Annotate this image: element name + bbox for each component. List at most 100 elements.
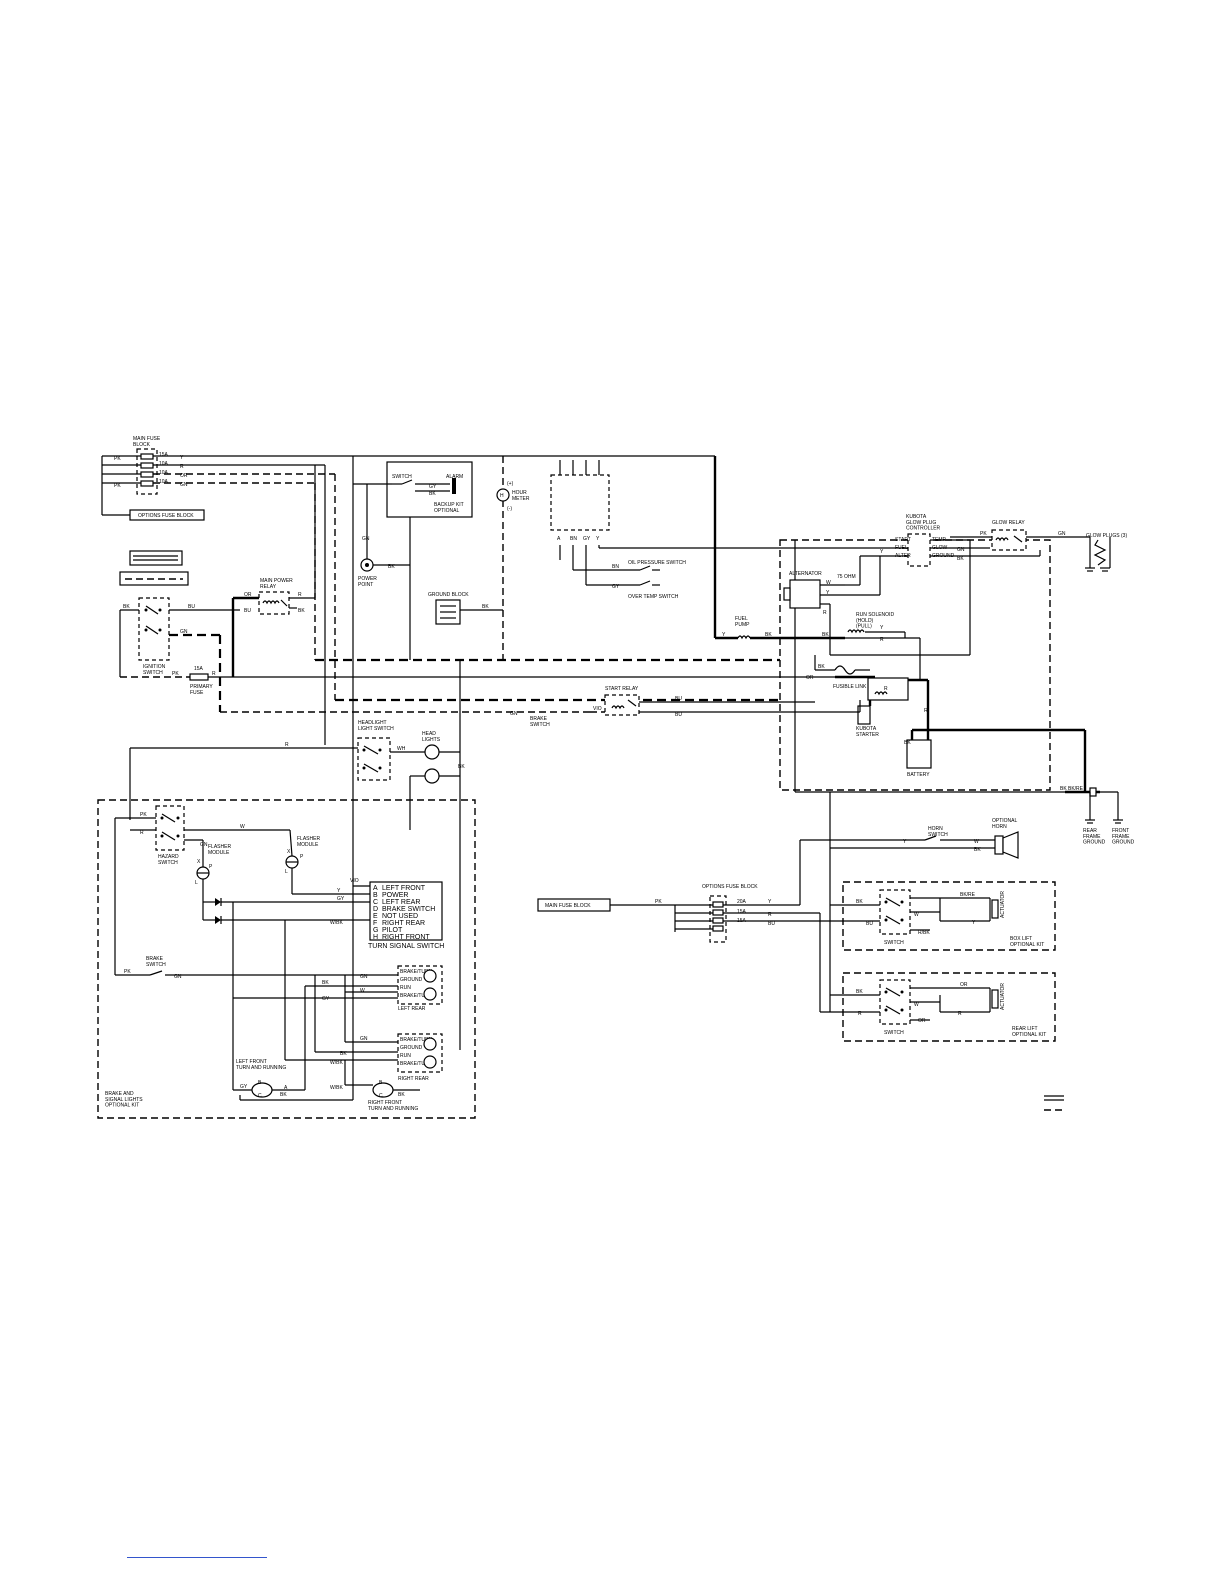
fuse-rating-4: 10A [159,479,169,485]
start-relay: START RELAY VIO BU BU [559,555,861,718]
wire-y-alt: Y [826,590,830,596]
ts-label-d: BRAKE SWITCH [382,906,435,913]
wire-bk-horn: BK [974,847,981,853]
wire-bk-lf: BK [280,1092,287,1098]
wire-pk-options: PK [655,899,662,905]
wire-gy-temp: GY [612,584,620,590]
wire-bkre-boxlift: BK/RE [960,892,976,898]
main-fuse-block-ref-label: MAIN FUSE BLOCK [545,903,591,909]
wire-pk-brake: PK [124,969,131,975]
glow-plugs-label: GLOW PLUGS (3) [1086,533,1127,539]
oil-pressure-switch-label: OIL PRESSURE SWITCH [628,560,686,566]
alternator-label: ALTERNATOR [789,571,822,577]
wire-bn-oil: BN [612,564,619,570]
wire-w-boxlift: W [914,912,919,918]
box-lift-kit: SWITCH BK BU BK/RE W Y R/BK ACTUATOR BOX… [830,881,1056,951]
ts-pin-c: C [373,899,378,906]
wire-bk-batt: BK [904,740,911,746]
wire-y-solenoid: Y [880,625,884,631]
wire-y-fuel: Y [722,632,726,638]
wire-y-options: Y [768,899,772,905]
flasher-left-pin-p: P [209,864,213,870]
wire-bk-rearlift: BK [856,989,863,995]
left-rear-label: LEFT REAR [398,1006,426,1012]
wire-bk-boxlift: BK [856,899,863,905]
wire-gn-brake-3: GN [360,974,368,980]
wire-gn-brake-2: GN [174,974,182,980]
ts-label-g: PILOT [382,927,403,934]
hour-meter-plus: (+) [507,481,514,487]
fuse-rating-3: 10A [159,470,169,476]
options-fuse-block: MAIN FUSE BLOCK PK OPTIONS FUSE BLOCK 20… [537,884,880,943]
ts-label-h: RIGHT FRONT [382,934,430,941]
wire-gy-alarm: GY [429,484,437,490]
wire-r-solenoid: R [880,637,884,643]
wire-w-hazard: W [240,824,245,830]
flasher-left-pin-x: X [197,859,201,865]
wire-wo-lr: W [360,988,365,994]
wire-gn-ign: GN [180,629,188,635]
wire-bu-relay: BU [244,608,251,614]
wire-pk-hazard: PK [140,812,147,818]
alternator: ALTERNATOR W 75 OHM Y R [783,556,881,655]
ts-pin-e: E [373,913,378,920]
wire-r-batt: R [924,708,928,714]
wire-r-hazard: R [140,830,144,836]
ground-block: GROUND BLOCK BK [428,592,503,625]
rear-lift-switch-label: SWITCH [884,1030,904,1036]
box-lift-actuator: ACTUATOR [1000,891,1006,918]
turn-signal-switch: A LEFT FRONT B POWER C LEFT REAR D BRAKE… [350,878,444,950]
wire-wbk-diode: W/BK [330,920,343,926]
ts-label-a: LEFT FRONT [382,885,426,892]
wire-y-boxlift: Y [972,920,976,926]
svg-text:H: H [500,493,504,499]
wire-gn-brake: GN [510,711,518,717]
right-rear-lamp: BRAKE/TURN GROUND RUN BRAKE/TURN RIGHT R… [285,975,443,1082]
ts-label-f: RIGHT REAR [382,920,425,927]
wire-gn-rr: GN [360,1036,368,1042]
wire-y-flasher: Y [337,888,341,894]
ts-pin-a: A [373,885,378,892]
wire-or-starter: OR [806,675,814,681]
options-fuse-block-label: OPTIONS FUSE BLOCK [702,884,758,890]
ground-block-label: GROUND BLOCK [428,592,469,598]
warning-decals [119,550,189,586]
turn-signal-switch-label: TURN SIGNAL SWITCH [368,943,444,950]
ts-pin-g: G [373,927,378,934]
fuse-rating-1: 15A [159,452,169,458]
wire-w-rearlift: W [914,1002,919,1008]
wire-bu-ign: BU [188,604,195,610]
wire-gn-gpc: GN [957,547,965,553]
footer-rule [127,1557,267,1558]
line-legend [1044,1095,1064,1111]
wire-pk-fuse: PK [114,456,121,462]
wire-bu-options: BU [768,921,775,927]
wire-y-gpc: Y [880,549,884,555]
opt-fuse-2: 15A [737,909,747,915]
flasher-right-pin-l: L [285,869,288,875]
gpc-pin-fuel: FUEL [895,545,908,551]
wire-r-top: R [180,464,184,470]
wire-wh-headlight: WH [397,746,406,752]
wire-bk-relay: BK [298,608,305,614]
